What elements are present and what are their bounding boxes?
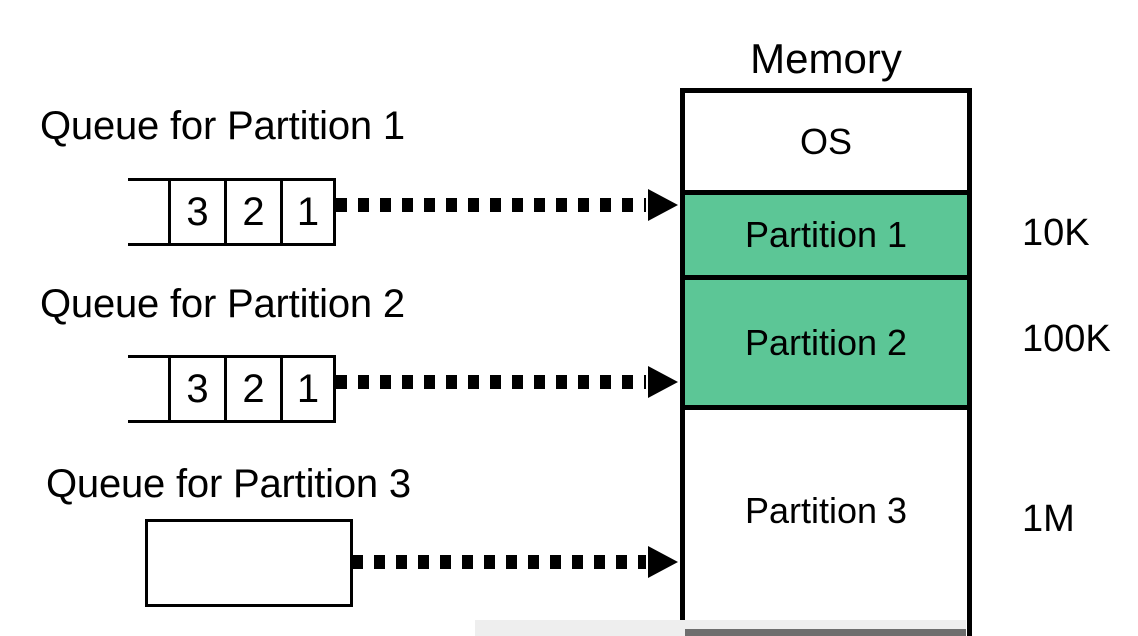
queue-2-box: 3 2 1 bbox=[128, 355, 336, 423]
queue-1-rail-bottom bbox=[128, 243, 336, 246]
queue-1-label: Queue for Partition 1 bbox=[40, 104, 405, 148]
queue-2-label: Queue for Partition 2 bbox=[40, 282, 405, 326]
queue-2-job-1: 2 bbox=[224, 355, 280, 423]
memory-title: Memory bbox=[750, 35, 902, 82]
memory-row-os: OS bbox=[685, 93, 967, 190]
arrow-line bbox=[352, 555, 646, 569]
memory-row-partition-3: Partition 3 bbox=[685, 410, 967, 636]
arrow-queue1-to-partition1 bbox=[336, 189, 680, 221]
size-label-partition-1: 10K bbox=[1022, 212, 1090, 254]
arrow-line bbox=[336, 198, 646, 212]
memory-divider-p1-p2 bbox=[685, 275, 967, 280]
arrow-queue3-to-partition3 bbox=[352, 546, 680, 578]
queue-2-job-0: 3 bbox=[168, 355, 224, 423]
arrow-head bbox=[648, 189, 678, 221]
arrow-head bbox=[648, 546, 678, 578]
size-label-partition-3: 1M bbox=[1022, 498, 1075, 540]
bottom-scrollbar-thumb[interactable] bbox=[685, 629, 966, 636]
queue-1-rail-top bbox=[128, 178, 336, 181]
queue-3-box bbox=[145, 519, 353, 607]
memory-row-os-label: OS bbox=[799, 120, 852, 162]
queue-1-box: 3 2 1 bbox=[128, 178, 336, 246]
memory-row-partition-1: Partition 1 bbox=[685, 195, 967, 275]
queue-1-job-1: 2 bbox=[224, 178, 280, 246]
memory-row-partition-2: Partition 2 bbox=[685, 280, 967, 405]
queue-1-job-2: 1 bbox=[280, 178, 336, 246]
queue-2-rail-top bbox=[128, 355, 336, 358]
queue-2-cells: 3 2 1 bbox=[168, 355, 336, 423]
arrow-queue2-to-partition2 bbox=[336, 366, 680, 398]
size-label-partition-2: 100K bbox=[1022, 318, 1111, 360]
memory-divider-p2-p3 bbox=[685, 405, 967, 410]
arrow-head bbox=[648, 366, 678, 398]
queue-3-label: Queue for Partition 3 bbox=[46, 462, 411, 506]
queue-1-cells: 3 2 1 bbox=[168, 178, 336, 246]
memory-divider-os-p1 bbox=[685, 190, 967, 195]
memory-row-partition-1-label: Partition 1 bbox=[744, 214, 908, 255]
queue-2-rail-bottom bbox=[128, 420, 336, 423]
memory-row-partition-3-label: Partition 3 bbox=[744, 490, 908, 531]
memory-row-partition-2-label: Partition 2 bbox=[744, 321, 908, 363]
queue-1-job-0: 3 bbox=[168, 178, 224, 246]
queue-2-job-2: 1 bbox=[280, 355, 336, 423]
memory-box: OS Partition 1 Partition 2 Partition 3 bbox=[680, 88, 972, 636]
arrow-line bbox=[336, 375, 646, 389]
